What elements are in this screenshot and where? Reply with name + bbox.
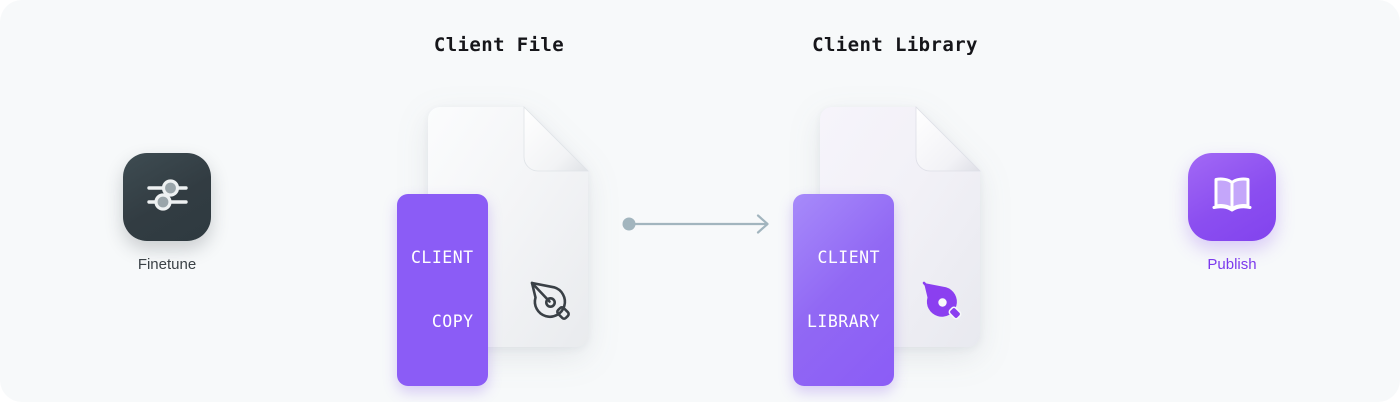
badge-line-1: CLIENT (411, 248, 474, 268)
sliders-icon (141, 169, 193, 226)
finetune-label: Finetune (137, 256, 197, 273)
node-finetune[interactable]: Finetune (87, 153, 247, 272)
pen-nib-filled-icon (919, 279, 965, 325)
badge-client-library: CLIENT LIBRARY (793, 194, 895, 386)
node-publish[interactable]: Publish (1152, 153, 1312, 272)
publish-label: Publish (1207, 256, 1257, 273)
publish-tile[interactable] (1188, 153, 1276, 241)
badge-line-1: CLIENT (817, 248, 881, 268)
finetune-tile[interactable] (123, 153, 211, 241)
open-book-icon (1205, 168, 1259, 227)
column-title-client-file: Client File (433, 34, 565, 56)
pen-nib-outline-icon (527, 279, 573, 325)
badge-line-2: LIBRARY (807, 311, 881, 331)
column-title-client-library: Client Library (812, 34, 978, 56)
badge-line-2: COPY (431, 311, 474, 331)
flow-arrow (620, 206, 780, 242)
badge-client-copy: CLIENT COPY (397, 194, 488, 386)
